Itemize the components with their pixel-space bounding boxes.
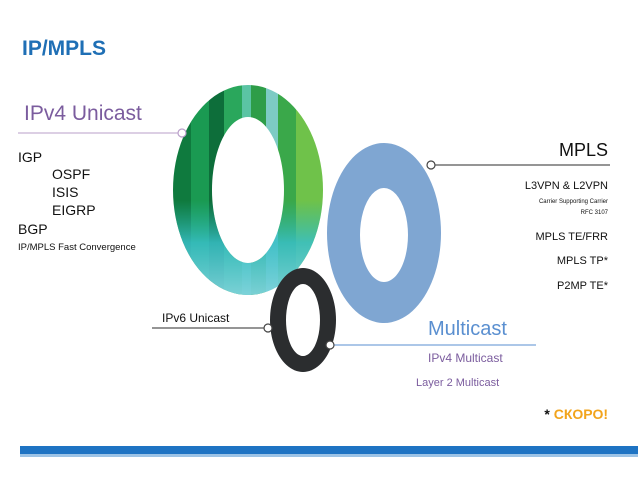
slide-title: IP/MPLS [22, 37, 107, 60]
mpls-te-label: MPLS TE/FRR [535, 231, 608, 243]
mpls-tp-label: MPLS TP* [556, 255, 608, 267]
ipv6-unicast-label: IPv6 Unicast [162, 311, 230, 325]
mpls-ring [327, 143, 442, 323]
coming-soon-note: * СКОРО! [544, 407, 608, 421]
isis-label: ISIS [52, 184, 79, 200]
ipv4-leader-dot [177, 128, 187, 138]
multicast-leader-dot [325, 340, 335, 350]
fast-convergence-label: IP/MPLS Fast Convergence [18, 242, 136, 253]
rfc-label: RFC 3107 [580, 210, 608, 216]
ipv6-ring [270, 268, 337, 372]
ospf-label: OSPF [52, 166, 91, 182]
carrier-label: Carrier Supporting Carrier [538, 199, 608, 205]
multicast-heading: Multicast [428, 318, 507, 340]
eigrp-label: EIGRP [52, 202, 96, 218]
ipv4-unicast-heading: IPv4 Unicast [24, 102, 142, 125]
footer-bar-shade [20, 454, 638, 457]
ipv4-ring-teal-shade [173, 85, 324, 295]
coming-soon-word: СКОРО! [553, 406, 608, 422]
mpls-heading: MPLS [558, 140, 608, 160]
bgp-label: BGP [18, 221, 48, 237]
igp-label: IGP [18, 149, 43, 165]
footer-bar [20, 446, 638, 456]
ipv4-multicast-label: IPv4 Multicast [428, 351, 503, 365]
layer2-multicast-label: Layer 2 Multicast [416, 377, 500, 389]
footnote-star: * [544, 406, 550, 422]
p2mp-te-label: P2MP TE* [557, 280, 608, 292]
mpls-leader-dot [426, 160, 436, 170]
ipv6-leader-dot [263, 323, 273, 333]
vpn-label: L3VPN & L2VPN [524, 180, 608, 192]
